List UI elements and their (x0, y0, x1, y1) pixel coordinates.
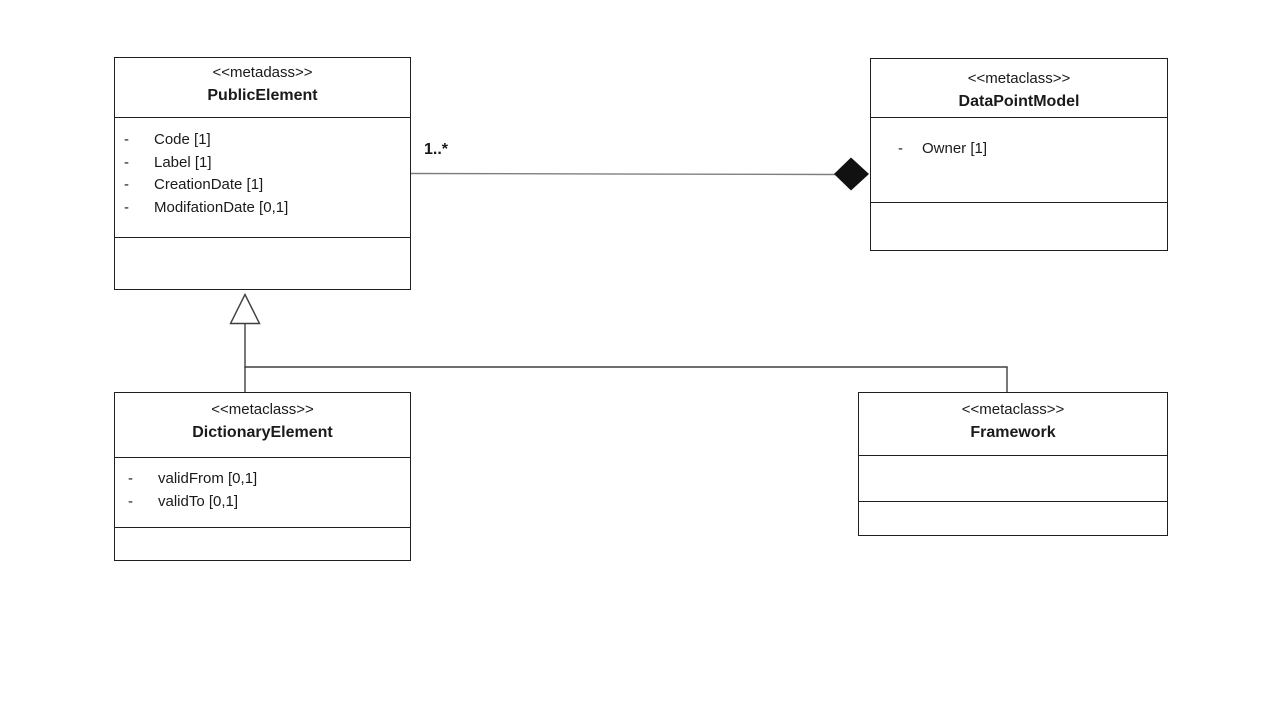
attribute-visibility-dash: - (124, 131, 129, 148)
class-box-publicelement[interactable]: <<metadass>> PublicElement - Code [1] - … (114, 57, 411, 290)
composition-association-line[interactable] (410, 172, 839, 176)
attribute-row: - validFrom [0,1] (128, 468, 410, 491)
attribute-row: - Label [1] (124, 152, 410, 175)
class-stereotype: <<metaclass>> (211, 401, 314, 418)
class-stereotype: <<metaclass>> (967, 70, 1071, 87)
attribute-visibility-dash: - (128, 470, 133, 487)
class-name: DataPointModel (958, 93, 1080, 110)
class-header-compartment: <<metadass>> PublicElement (115, 58, 410, 117)
class-attributes-compartment: - Owner [1] (871, 117, 1167, 202)
attribute-label: validTo [0,1] (158, 492, 239, 510)
attribute-label: Code [1] (154, 131, 211, 148)
class-operations-compartment (115, 527, 410, 560)
attribute-visibility-dash: - (128, 492, 133, 510)
class-name: DictionaryElement (192, 424, 333, 441)
class-operations-compartment (859, 501, 1167, 535)
class-stereotype: <<metadass>> (212, 64, 313, 81)
class-attributes-compartment: - validFrom [0,1] - validTo [0,1] (115, 457, 410, 527)
attribute-label: Owner [1] (922, 140, 988, 157)
attribute-row: - Code [1] (124, 129, 410, 152)
class-name: Framework (970, 424, 1056, 441)
attribute-label: ModifationDate [0,1] (154, 198, 289, 216)
attribute-visibility-dash: - (898, 140, 903, 157)
attribute-visibility-dash: - (124, 176, 129, 193)
class-operations-compartment (115, 237, 410, 289)
generalization-triangle-icon[interactable] (229, 292, 261, 325)
class-header-compartment: <<metaclass>> Framework (859, 393, 1167, 455)
attribute-label: Label [1] (154, 153, 212, 171)
class-stereotype: <<metaclass>> (961, 401, 1065, 418)
class-name: PublicElement (207, 87, 318, 104)
class-box-dictionaryelement[interactable]: <<metaclass>> DictionaryElement - validF… (114, 392, 411, 561)
class-operations-compartment (871, 202, 1167, 250)
attribute-row: - ModifationDate [0,1] (124, 197, 410, 220)
composition-diamond-icon[interactable] (834, 157, 869, 191)
attribute-row: - validTo [0,1] (128, 491, 410, 514)
class-header-compartment: <<metaclass>> DictionaryElement (115, 393, 410, 457)
class-attributes-compartment (859, 455, 1167, 501)
class-box-framework[interactable]: <<metaclass>> Framework (858, 392, 1168, 536)
class-box-datapointmodel[interactable]: <<metaclass>> DataPointModel - Owner [1] (870, 58, 1168, 251)
attribute-row: - Owner [1] (898, 138, 1167, 161)
association-multiplicity-label: 1..* (424, 141, 449, 158)
attribute-row: - CreationDate [1] (124, 174, 410, 197)
attribute-label: CreationDate [1] (154, 176, 264, 193)
class-attributes-compartment: - Code [1] - Label [1] - CreationDate [1… (115, 117, 410, 237)
attribute-visibility-dash: - (124, 198, 129, 216)
attribute-label: validFrom [0,1] (158, 470, 258, 487)
attribute-visibility-dash: - (124, 153, 129, 171)
class-header-compartment: <<metaclass>> DataPointModel (871, 59, 1167, 117)
